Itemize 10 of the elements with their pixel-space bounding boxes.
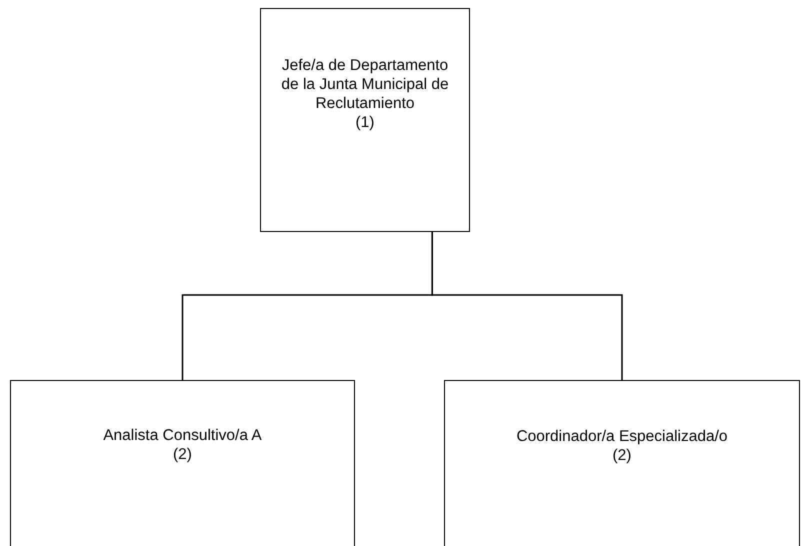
position-title: Analista Consultivo/a A [103, 426, 262, 445]
position-number: (1) [356, 113, 374, 132]
position-title: Coordinador/a Especializada/o [516, 427, 728, 446]
connector-line [431, 232, 623, 380]
position-title: Jefe/a de Departamento de la Junta Municipal de Reclutamiento [280, 56, 450, 113]
position-number: (2) [173, 445, 192, 464]
position-box [444, 380, 800, 546]
position-number: (2) [612, 446, 632, 465]
position-box [260, 8, 470, 232]
position-box [10, 380, 355, 546]
